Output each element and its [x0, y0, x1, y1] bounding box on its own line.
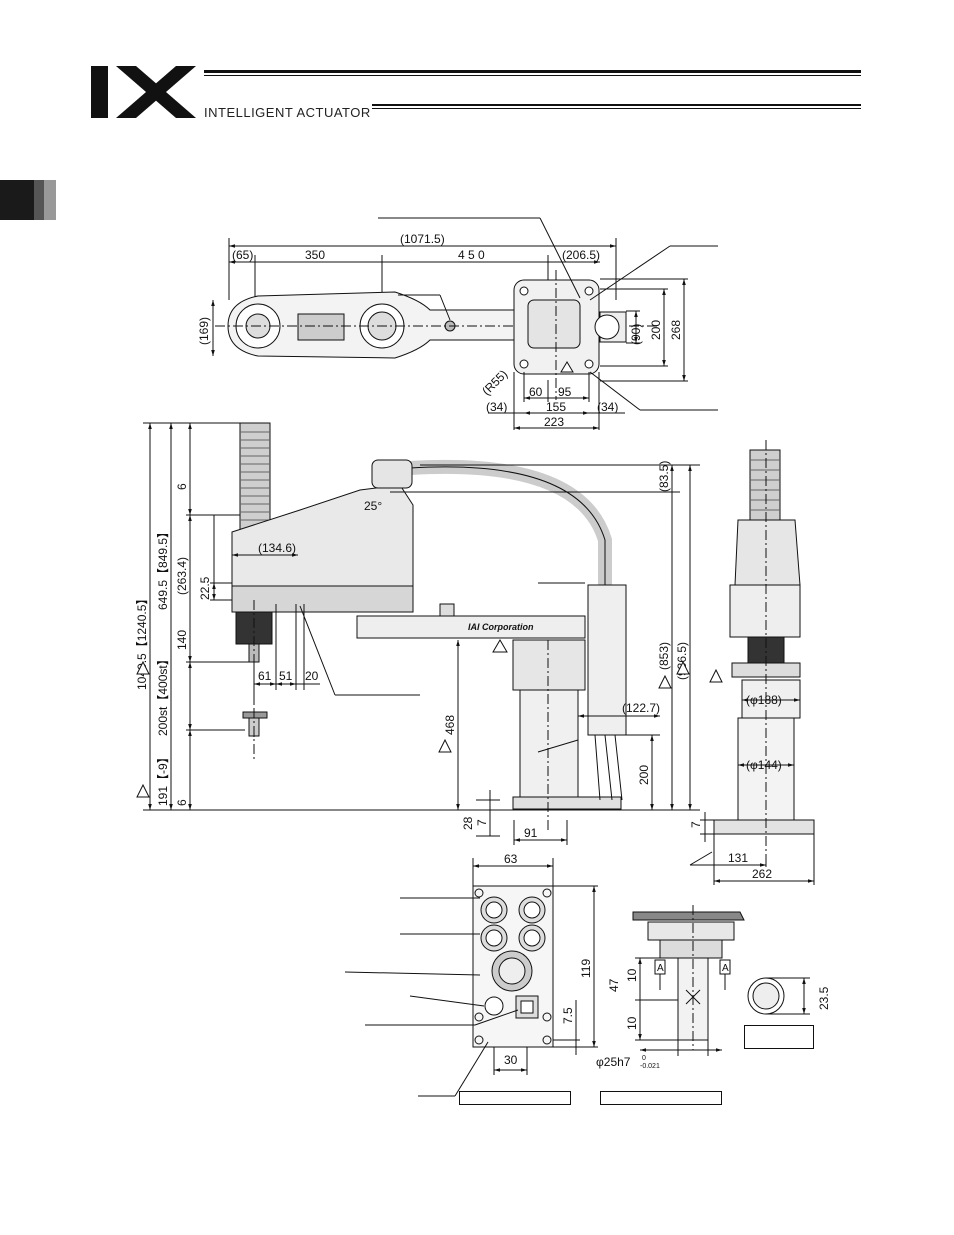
dim-r55: (R55) [479, 367, 510, 398]
label-box-3 [744, 1025, 814, 1049]
front-view [143, 422, 700, 845]
chapter-tab [0, 180, 34, 220]
front-column [519, 689, 579, 801]
shaft-flange-top [632, 911, 745, 921]
dim-7-front: 7 [475, 819, 489, 826]
dim-200: 200 [649, 320, 663, 340]
dim-95: 95 [558, 385, 572, 399]
dim-34-right: (34) [597, 400, 618, 414]
dim-phi144: (φ144) [746, 758, 782, 772]
dim-853: (853) [657, 642, 671, 670]
dim-overall-height: 1040.5【1240.5】 [135, 593, 149, 690]
dim-phi188: (φ188) [746, 693, 782, 707]
dim-223: 223 [544, 415, 564, 429]
side-view [689, 440, 815, 885]
dim-6-bottom: 6 [175, 799, 189, 806]
dim-90: (90) [629, 324, 643, 345]
chapter-tab-shade [34, 180, 44, 220]
side-head [734, 519, 801, 586]
shaft-detail-labels: 10 47 10 A A φ25h7 0 -0.021 23.5 [596, 963, 831, 1070]
dim-131: 131 [728, 851, 748, 865]
dim-134: (134.6) [258, 541, 296, 555]
dim-10-bottom: 10 [625, 1016, 639, 1030]
dim-91: 91 [524, 826, 538, 840]
datum-a-left: A [657, 963, 664, 974]
logo-x-stroke-2 [116, 66, 196, 118]
dim-649: 649.5【849.5】 [156, 526, 170, 610]
dim-overall: (1071.5) [400, 232, 445, 246]
side-base [713, 819, 815, 835]
dim-155: 155 [546, 400, 566, 414]
brand-text: INTELLIGENT ACTUATOR [204, 105, 371, 120]
header-rule-bottom [372, 104, 861, 106]
dim-63: 63 [504, 852, 518, 866]
dim-30: 30 [504, 1053, 518, 1067]
dim-51: 51 [279, 669, 293, 683]
front-bellows [239, 422, 271, 534]
dim-263: (263.4) [175, 557, 189, 595]
connector-panel [344, 858, 598, 1097]
dim-83-5: (83.5) [657, 461, 671, 492]
dim-47: 47 [607, 978, 621, 992]
dim-28: 28 [461, 816, 475, 830]
connector-air [484, 996, 504, 1016]
dim-right-end: (206.5) [562, 248, 600, 262]
dim-122: (122.7) [622, 701, 660, 715]
warning-marks [136, 361, 723, 798]
shaft-detail [632, 905, 810, 1056]
dim-20: 20 [305, 669, 319, 683]
dim-angle: 25° [364, 499, 382, 513]
dim-191: 191【-9】 [156, 751, 170, 806]
dim-60: 60 [529, 385, 543, 399]
dim-119: 119 [579, 959, 593, 978]
dim-140: 140 [175, 630, 189, 650]
dim-22-5: 22.5 [198, 576, 212, 600]
dim-262: 262 [752, 867, 772, 881]
dim-10-top: 10 [625, 968, 639, 982]
dim-6-top: 6 [175, 483, 189, 490]
dim-200-front: 200 [637, 765, 651, 785]
dim-268: 268 [669, 320, 683, 340]
top-connector-panel [297, 313, 345, 341]
connector-panel-labels: 63 119 7.5 30 [504, 852, 593, 1067]
dim-phi25: φ25h7 [596, 1055, 631, 1069]
chapter-tab-light [44, 180, 56, 220]
label-box-2 [600, 1091, 722, 1105]
front-arm1 [356, 615, 586, 639]
header-rule-bottom-thin [372, 108, 861, 109]
header-rule-top [204, 70, 861, 73]
dim-61: 61 [258, 669, 272, 683]
tol-lower: -0.021 [640, 1063, 660, 1070]
datum-a-right: A [722, 963, 729, 974]
front-view-labels: 1040.5【1240.5】 649.5【849.5】 6 (263.4) 22… [135, 461, 689, 840]
dim-23-5: 23.5 [817, 986, 831, 1010]
header-rule-top-thin [204, 75, 861, 76]
dim-7-5: 7.5 [561, 1007, 575, 1024]
dim-stroke: 200st【400st】 [156, 653, 170, 736]
dim-468: 468 [443, 715, 457, 735]
front-cable-tube [409, 459, 612, 585]
corp-label: IAI Corporation [468, 622, 534, 632]
dim-arm2: 4 5 0 [458, 248, 485, 262]
front-column-top [512, 639, 586, 691]
label-box-1 [459, 1091, 571, 1105]
dim-arm1: 350 [305, 248, 325, 262]
top-view-labels: (1071.5) (65) 350 4 5 0 (206.5) (169) (9… [197, 232, 683, 429]
dim-left-end: (65) [232, 248, 253, 262]
ix-logo [91, 66, 196, 118]
tol-upper: 0 [642, 1055, 646, 1062]
front-cable-housing [587, 584, 627, 736]
dim-width-left: (169) [197, 317, 211, 345]
dim-7-side: 7 [689, 821, 703, 828]
front-base-plate [512, 796, 622, 810]
side-view-labels: (φ188) (φ144) 7 131 262 [689, 693, 782, 881]
dim-34-left: (34) [486, 400, 507, 414]
top-view [211, 217, 718, 430]
logo-bar-i [91, 66, 108, 118]
side-bellows [749, 449, 781, 521]
